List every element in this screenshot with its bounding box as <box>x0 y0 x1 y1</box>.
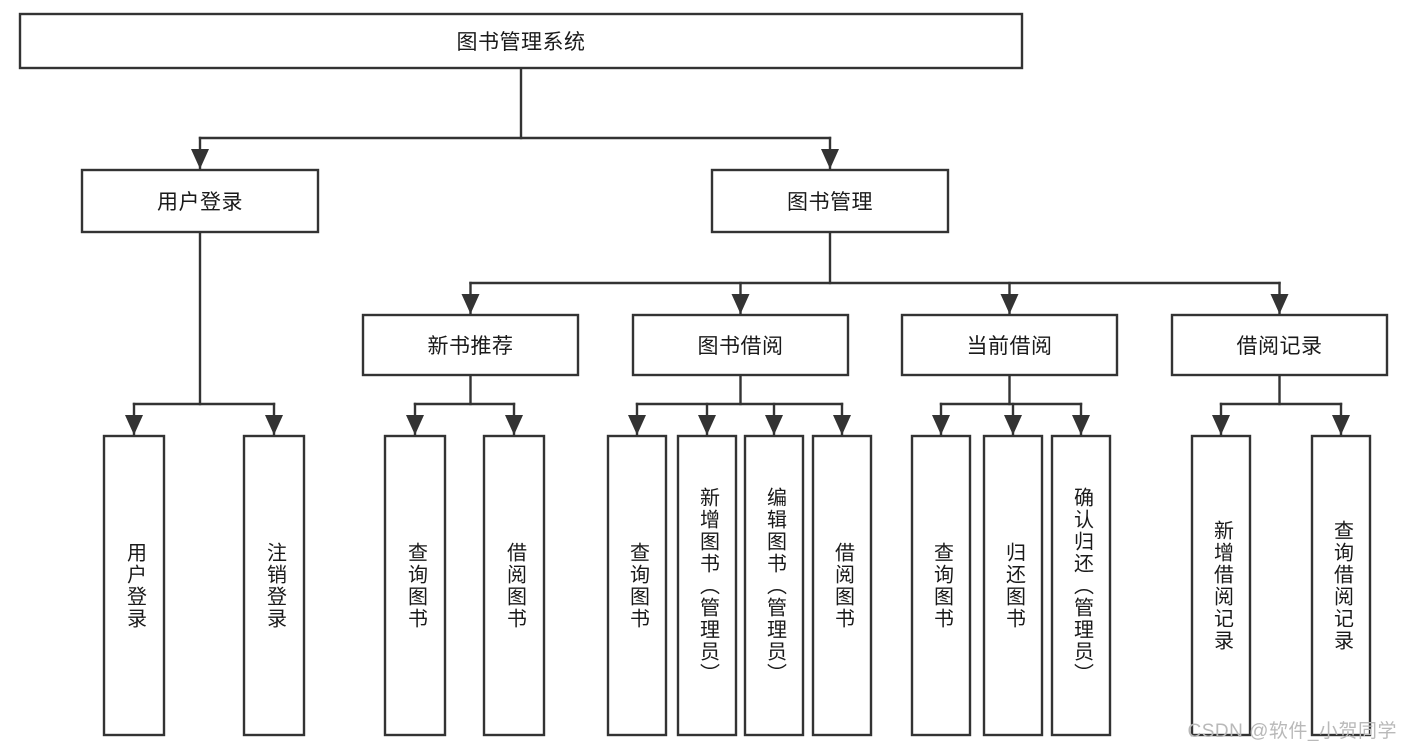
node-box-leaf_11[interactable] <box>1190 434 1252 737</box>
node-box-l1_1[interactable] <box>710 168 950 234</box>
node-box-leaf_1[interactable] <box>242 434 306 737</box>
arrow-head-l2_3-1 <box>1332 415 1350 435</box>
node-box-leaf_8[interactable] <box>910 434 972 737</box>
arrow-head-l2_2-2 <box>1072 415 1090 435</box>
node-box-l2_3[interactable] <box>1170 313 1389 377</box>
arrow-head-l1_0-1 <box>265 415 283 435</box>
node-box-leaf_10[interactable] <box>1050 434 1112 737</box>
node-box-leaf_2[interactable] <box>383 434 447 737</box>
node-box-leaf_3[interactable] <box>482 434 546 737</box>
arrow-head-l2_1-2 <box>765 415 783 435</box>
arrow-head-l2_0-0 <box>406 415 424 435</box>
arrow-head-root-0 <box>191 149 209 169</box>
connector-layer <box>125 66 1350 436</box>
arrow-head-l2_2-0 <box>932 415 950 435</box>
node-box-leaf_12[interactable] <box>1310 434 1372 737</box>
node-box-leaf_5[interactable] <box>676 434 738 737</box>
node-box-leaf_9[interactable] <box>982 434 1044 737</box>
node-box-l1_0[interactable] <box>80 168 320 234</box>
arrow-head-l2_1-1 <box>698 415 716 435</box>
arrow-head-root-1 <box>821 149 839 169</box>
watermark-text: CSDN @软件_小贺同学 <box>1187 721 1397 742</box>
arrow-head-l1_1-0 <box>461 294 480 314</box>
arrow-head-l1_0-0 <box>125 415 143 435</box>
arrow-head-l2_2-1 <box>1004 415 1022 435</box>
node-shape-layer <box>18 12 1389 737</box>
node-box-leaf_0[interactable] <box>102 434 166 737</box>
arrow-head-l1_1-3 <box>1270 294 1289 314</box>
arrow-head-l1_1-1 <box>731 294 750 314</box>
node-box-leaf_4[interactable] <box>606 434 668 737</box>
arrow-head-l1_1-2 <box>1000 294 1019 314</box>
node-box-root[interactable] <box>18 12 1024 70</box>
arrow-head-l2_1-3 <box>833 415 851 435</box>
node-box-l2_1[interactable] <box>631 313 850 377</box>
node-box-leaf_6[interactable] <box>743 434 805 737</box>
arrow-head-l2_1-0 <box>628 415 646 435</box>
node-box-l2_2[interactable] <box>900 313 1119 377</box>
node-box-l2_0[interactable] <box>361 313 580 377</box>
arrow-head-l2_0-1 <box>505 415 523 435</box>
arrow-head-l2_3-0 <box>1212 415 1230 435</box>
node-box-leaf_7[interactable] <box>811 434 873 737</box>
